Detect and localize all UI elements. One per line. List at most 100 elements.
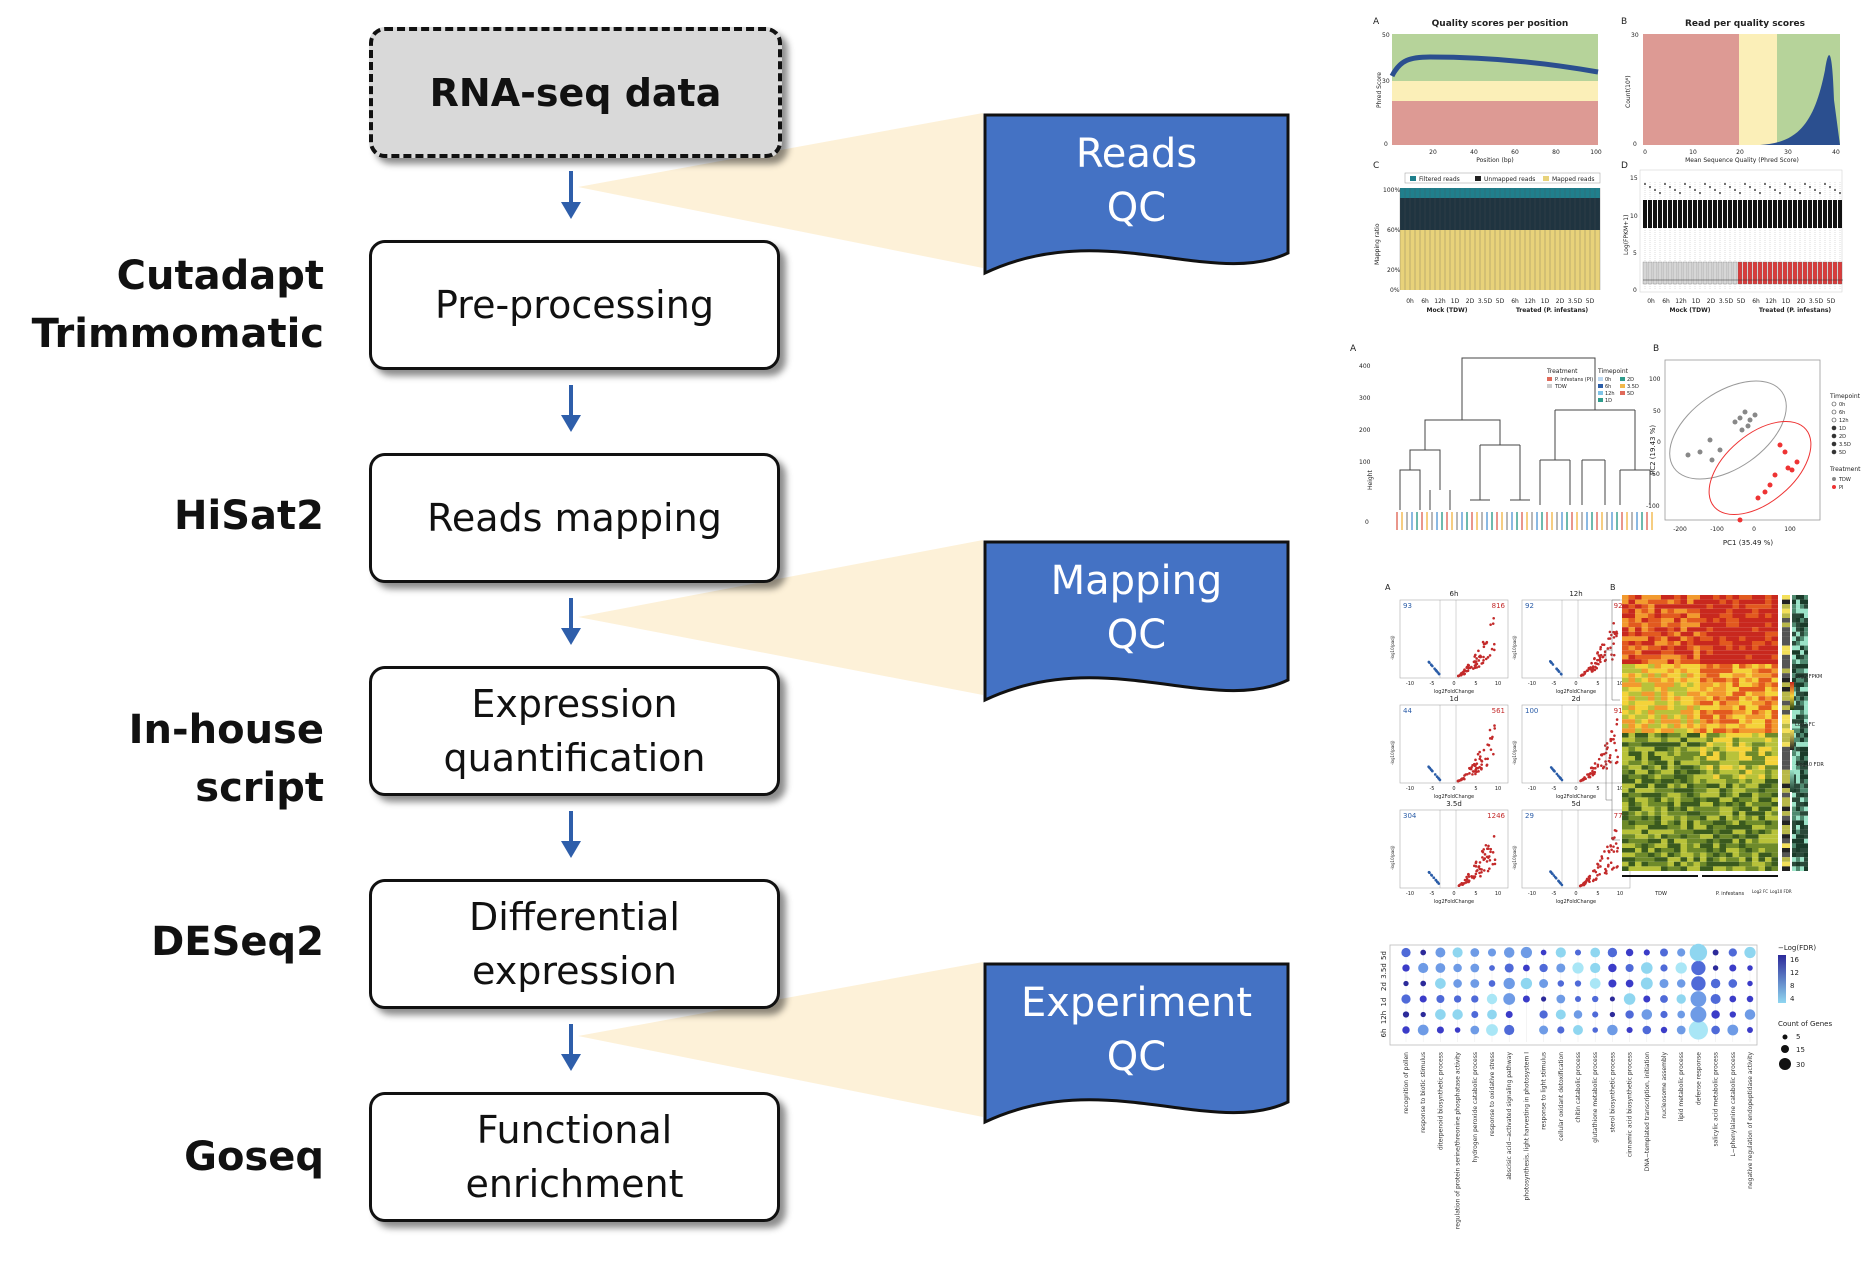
heatmap-cell bbox=[1713, 641, 1720, 646]
volcano-x-tick: -10 bbox=[1406, 786, 1414, 792]
sample-label-mark bbox=[1456, 512, 1458, 530]
fdr-annotation-cell bbox=[1800, 838, 1804, 844]
legend-label: Filtered reads bbox=[1419, 176, 1460, 183]
heatmap-cell bbox=[1628, 595, 1635, 600]
heatmap-cell bbox=[1706, 774, 1713, 779]
heatmap-cell bbox=[1654, 595, 1661, 600]
heatmap-cell bbox=[1765, 677, 1772, 683]
heatmap-cell bbox=[1641, 650, 1648, 655]
fc-annotation-cell bbox=[1782, 825, 1790, 830]
heatmap-cell bbox=[1648, 719, 1655, 724]
dotplot-dot bbox=[1746, 995, 1754, 1003]
fc-annotation-cell bbox=[1782, 760, 1790, 766]
dotplot-dot bbox=[1486, 1024, 1498, 1036]
x-tick: 20 bbox=[1429, 149, 1437, 156]
heatmap-cell bbox=[1739, 705, 1746, 710]
sample-label-mark bbox=[1521, 512, 1523, 530]
heatmap-cell bbox=[1745, 696, 1752, 701]
heatmap-cell bbox=[1739, 687, 1746, 692]
heatmap-cell bbox=[1765, 751, 1772, 756]
heatmap-cell bbox=[1713, 714, 1720, 720]
expression-heatmap bbox=[1605, 595, 1808, 877]
heatmap-cell bbox=[1648, 668, 1655, 674]
heatmap-cell bbox=[1674, 774, 1681, 779]
heatmap-cell bbox=[1667, 779, 1674, 784]
heatmap-cell bbox=[1648, 728, 1655, 733]
legend-value: 8 bbox=[1790, 982, 1794, 990]
box bbox=[1662, 261, 1668, 285]
dotplot-dot bbox=[1470, 1025, 1480, 1035]
heatmap-cell bbox=[1667, 668, 1674, 674]
volcano-point bbox=[1471, 763, 1474, 767]
heatmap-cell bbox=[1667, 815, 1674, 821]
volcano-x-tick: 0 bbox=[1574, 891, 1577, 897]
heatmap-cell bbox=[1661, 719, 1668, 724]
fdr-colorbar bbox=[1778, 955, 1786, 1003]
axis-ylabel: Log(FPKM+1) bbox=[1623, 215, 1630, 255]
legend-title: Treatment bbox=[1546, 368, 1578, 375]
fdr-annotation-cell bbox=[1800, 668, 1804, 674]
heatmap-cell bbox=[1700, 650, 1707, 655]
heatmap-cell bbox=[1622, 613, 1629, 618]
heatmap-cell bbox=[1635, 866, 1642, 871]
heatmap-cell bbox=[1622, 608, 1629, 614]
y-tick: 0 bbox=[1633, 141, 1637, 148]
heatmap-cell bbox=[1706, 696, 1713, 701]
fdr-annotation-cell bbox=[1804, 802, 1808, 807]
heatmap-cell bbox=[1654, 664, 1661, 669]
outlier-band bbox=[1648, 200, 1652, 228]
quality-line bbox=[1389, 54, 1599, 78]
heatmap-cell bbox=[1758, 654, 1765, 660]
volcano-point bbox=[1493, 724, 1496, 727]
box bbox=[1782, 261, 1788, 285]
heatmap-cell bbox=[1706, 866, 1713, 871]
heatmap-cell bbox=[1713, 848, 1720, 853]
sample-label-mark bbox=[1431, 512, 1433, 530]
fdr-annotation-cell bbox=[1796, 659, 1800, 664]
heatmap-cell bbox=[1680, 673, 1687, 678]
volcano-point bbox=[1488, 728, 1492, 732]
heatmap-cell bbox=[1771, 788, 1778, 793]
heatmap-cell bbox=[1745, 806, 1752, 812]
volcano-point bbox=[1606, 865, 1610, 868]
heatmap-cell bbox=[1641, 751, 1648, 756]
outlier-point bbox=[1729, 186, 1731, 188]
heatmap-cell bbox=[1693, 802, 1700, 807]
heatmap-cell bbox=[1758, 742, 1765, 747]
fdr-annotation-cell bbox=[1804, 705, 1808, 710]
heatmap-cell bbox=[1667, 788, 1674, 793]
legend-label: 0h bbox=[1839, 402, 1845, 408]
volcano-point bbox=[1478, 861, 1482, 864]
box bbox=[1787, 261, 1793, 285]
heatmap-cell bbox=[1739, 857, 1746, 862]
heatmap-cell bbox=[1706, 677, 1713, 683]
heatmap-cell bbox=[1700, 834, 1707, 839]
volcano-x-tick: -10 bbox=[1528, 681, 1536, 687]
heatmap-cell bbox=[1732, 719, 1739, 724]
heatmap-cell bbox=[1654, 783, 1661, 789]
heatmap-cell bbox=[1700, 852, 1707, 858]
heatmap-cell bbox=[1648, 659, 1655, 664]
fdr-annotation-cell bbox=[1800, 691, 1804, 697]
heatmap-cell bbox=[1667, 792, 1674, 798]
heatmap-cell bbox=[1674, 645, 1681, 651]
heatmap-cell bbox=[1641, 700, 1648, 706]
heatmap-cell bbox=[1648, 682, 1655, 687]
heatmap-cell bbox=[1628, 664, 1635, 669]
heatmap-cell bbox=[1700, 792, 1707, 798]
fdr-annotation-cell bbox=[1800, 788, 1804, 793]
heatmap-cell bbox=[1641, 797, 1648, 802]
volcano-down-count: 304 bbox=[1403, 812, 1417, 820]
fdr-annotation-cell bbox=[1800, 769, 1804, 775]
volcano-x-tick: 5 bbox=[1596, 681, 1599, 687]
heatmap-cell bbox=[1700, 779, 1707, 784]
heatmap-cell bbox=[1726, 673, 1733, 678]
volcano-point bbox=[1462, 672, 1466, 676]
heatmap-cell bbox=[1628, 608, 1635, 614]
tool-name-line: DESeq2 bbox=[151, 919, 324, 965]
row-dendrogram bbox=[1605, 599, 1620, 841]
outlier-band bbox=[1823, 200, 1827, 228]
volcano-x-tick: 10 bbox=[1495, 786, 1501, 792]
legend-label: TDW bbox=[1838, 477, 1851, 483]
